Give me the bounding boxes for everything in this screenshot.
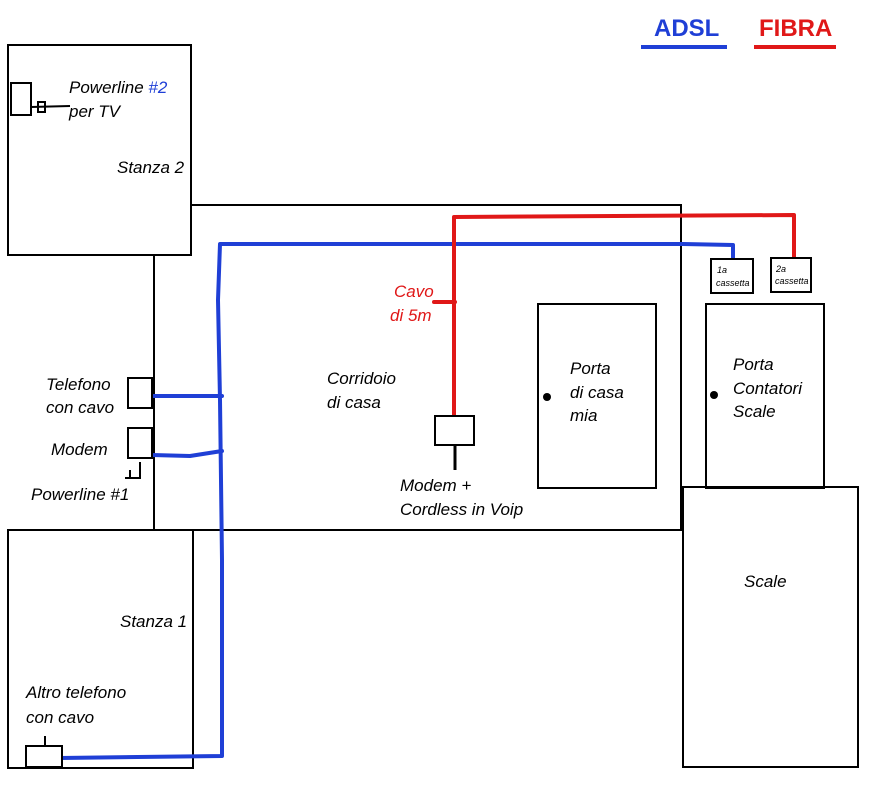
corridoio-label-line1: Corridoio bbox=[327, 369, 396, 388]
stanza1-room bbox=[7, 529, 194, 769]
cassetta2-label-line1: 2a bbox=[775, 264, 786, 274]
modem-voip-label-line1: Modem + bbox=[400, 476, 471, 495]
stanza1-label: Stanza 1 bbox=[120, 612, 187, 631]
altro-telefono-label-line2: con cavo bbox=[26, 708, 94, 727]
cassetta1-label-line2: cassetta bbox=[716, 278, 750, 288]
modem-voip-device bbox=[434, 415, 475, 470]
fibra-main-line bbox=[452, 213, 796, 418]
porta-contatori-knob bbox=[710, 391, 718, 399]
stanza2-room bbox=[7, 44, 192, 256]
porta-casa-label-line3: mia bbox=[570, 406, 597, 425]
powerline2-box bbox=[10, 82, 32, 116]
walls bbox=[7, 44, 859, 769]
corridoio-label-line2: di casa bbox=[327, 393, 381, 412]
cable-label-line2: di 5m bbox=[390, 306, 432, 325]
telefono-label-line2: con cavo bbox=[46, 398, 114, 417]
telefono-device bbox=[127, 377, 153, 409]
powerline2-label-prefix: Powerline bbox=[69, 78, 148, 97]
stanza2-label: Stanza 2 bbox=[117, 158, 185, 177]
powerline2-connector bbox=[30, 105, 71, 108]
legend-fibra-label: FIBRA bbox=[759, 15, 832, 42]
cable-label-line1: Cavo bbox=[394, 282, 434, 301]
corridor-outline bbox=[154, 204, 682, 531]
modem-device bbox=[125, 427, 153, 479]
modem-voip-box bbox=[434, 415, 475, 446]
porta-contatori-label-line2: Contatori bbox=[733, 379, 803, 398]
adsl-cables bbox=[58, 242, 735, 760]
porta-casa-label-line1: Porta bbox=[570, 359, 611, 378]
altro-telefono-device bbox=[25, 745, 63, 768]
powerline2-device bbox=[10, 82, 71, 116]
powerline1-plug bbox=[125, 462, 141, 479]
scale-room bbox=[682, 486, 859, 768]
modem-label: Modem bbox=[51, 440, 108, 459]
scale-label: Scale bbox=[744, 572, 787, 591]
powerline2-label-number: #2 bbox=[148, 78, 167, 97]
adsl-modem-branch bbox=[150, 449, 224, 458]
cassetta1-box bbox=[710, 258, 754, 294]
porta-casa-label-line2: di casa bbox=[570, 383, 624, 402]
telefono-label-line1: Telefono bbox=[46, 375, 111, 394]
adsl-main-line bbox=[58, 242, 735, 760]
modem-voip-label-line2: Cordless in Voip bbox=[400, 500, 523, 519]
legend: ADSL FIBRA bbox=[641, 15, 836, 49]
cassetta2-label-line2: cassetta bbox=[775, 276, 809, 286]
porta-contatori-label-line1: Porta bbox=[733, 355, 774, 374]
cassetta2-box bbox=[770, 257, 812, 293]
legend-adsl-label: ADSL bbox=[654, 15, 719, 42]
powerline2-label-line1: Powerline #2 bbox=[69, 78, 168, 97]
cassetta1-label-line1: 1a bbox=[717, 265, 727, 275]
fibra-cables bbox=[432, 213, 796, 418]
powerline1-label: Powerline #1 bbox=[31, 485, 129, 504]
porta-casa-knob bbox=[543, 393, 551, 401]
altro-telefono-label-line1: Altro telefono bbox=[25, 683, 126, 702]
porta-casa-door bbox=[537, 303, 657, 489]
porta-contatori-label-line3: Scale bbox=[733, 402, 776, 421]
powerline2-label-line2: per TV bbox=[68, 102, 122, 121]
modem-box bbox=[127, 427, 153, 459]
